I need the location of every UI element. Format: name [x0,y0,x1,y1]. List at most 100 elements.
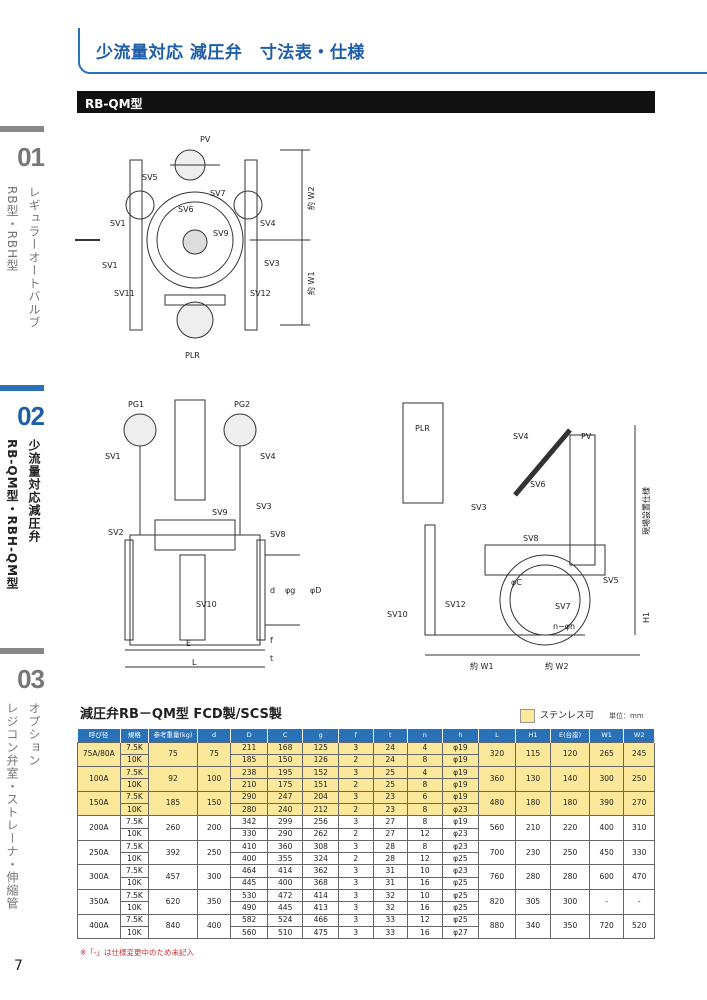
cell-value: 211 [230,741,268,755]
cell-value: 400 [230,852,268,866]
cell-l: 560 [478,815,516,841]
cell-weight: 840 [148,913,198,940]
section-title: 少流量対応減圧弁 [27,439,41,543]
cell-value: 6 [407,790,443,804]
cell-value: 2 [338,753,374,768]
cell-rating: 7.5K [119,741,150,755]
column-header: E(台座) [550,729,590,742]
cell-rating: 7.5K [119,815,150,829]
drawing-label: SV7 [210,189,226,198]
column-header: D [230,729,268,742]
sidebar-section-01[interactable]: 01 レギュラーオートバルブ RB型・RBH型 [0,126,46,329]
cell-value: 24 [372,753,409,768]
cell-value: 2 [338,827,374,841]
cell-value: 3 [338,864,374,878]
cell-h1: 210 [514,815,552,841]
sidebar-section-03[interactable]: 03 オプション レジコン弁室・ストレーナ・伸縮管 [0,648,46,910]
page-title: 少流量対応 減圧弁 寸法表・仕様 [96,43,365,63]
cell-value: 210 [230,778,268,792]
cell-weight: 620 [148,889,198,915]
column-header: H1 [515,729,552,742]
drawing-label: 約 W1 [306,271,316,295]
cell-d: 100 [196,766,232,792]
cell-value: 24 [372,741,409,755]
cell-value: 524 [266,913,304,927]
cell-value: 582 [230,913,268,927]
cell-value: φ19 [441,741,480,755]
cell-value: 8 [407,839,443,854]
cell-w1: 720 [588,913,625,940]
drawing-label: SV8 [523,534,539,543]
model-bar: RB-QM型 [77,91,655,113]
drawing-label: SV5 [603,576,619,585]
table-note: ※「-」は仕様変更中のため未記入 [80,948,194,957]
section-subtitle: RB型・RBH型 [5,186,19,273]
cell-value: 25 [372,766,409,780]
drawing-front-view: PG1 PG2 SV1 SV4 SV9 SV3 SV2 SV8 SV10 d φ… [105,399,321,668]
cell-value: 3 [338,741,374,755]
cell-d: 400 [196,913,232,940]
column-header: 規格 [120,729,150,742]
cell-rating: 10K [119,778,150,792]
cell-l: 760 [478,864,516,891]
cell-value: 238 [230,766,268,780]
cell-size: 400A [77,913,121,940]
cell-value: 16 [407,925,443,940]
cell-value: 3 [338,901,374,915]
cell-value: 290 [266,827,304,841]
cell-value: 2 [338,802,374,817]
cell-value: φ27 [441,925,480,940]
cell-size: 75A/80A [77,741,121,768]
cell-value: φ19 [441,753,480,768]
drawing-label: d [270,586,275,595]
cell-value: φ23 [441,839,480,854]
cell-w1: 600 [588,864,625,891]
cell-l: 480 [478,790,516,817]
cell-value: 8 [407,778,443,792]
drawing-side-view: PLR SV4 PV SV6 SV3 SV8 SV5 SV12 SV7 SV10… [387,402,651,671]
section-title: オプション [27,702,41,767]
cell-value: φ23 [441,864,480,878]
cell-value: 414 [302,889,340,903]
drawing-label: PG1 [128,400,144,409]
cell-value: 362 [302,864,340,878]
cell-w2: 245 [623,741,655,768]
divider [0,385,44,391]
cell-value: 3 [338,815,374,829]
cell-value: 10 [407,889,443,903]
drawing-label: t [270,654,273,663]
cell-value: 33 [372,913,409,927]
cell-value: 150 [266,753,304,768]
cell-w2: 310 [623,815,655,841]
cell-w1: 265 [588,741,625,768]
cell-h1: 305 [514,889,552,915]
section-title: レギュラーオートバルブ [27,186,41,329]
cell-value: 28 [372,839,409,854]
table-title: 減圧弁RB－QM型 FCD製/SCS製 [80,707,282,722]
drawing-label: H1 [642,612,651,623]
cell-value: 12 [407,913,443,927]
cell-value: 530 [230,889,268,903]
drawing-label: PV [200,135,211,144]
cell-h1: 130 [514,766,552,792]
column-header: C [267,729,304,742]
drawing-label: SV1 [110,219,126,228]
cell-w2: 520 [623,913,655,940]
cell-value: 27 [372,815,409,829]
sidebar-section-02[interactable]: 02 少流量対応減圧弁 RB-QM型・RBH-QM型 [0,385,46,590]
drawing-label: L [192,658,197,667]
cell-rating: 7.5K [119,864,150,878]
cell-value: 23 [372,802,409,817]
column-header: 呼び径 [77,729,121,742]
section-subtitle: RB-QM型・RBH-QM型 [5,439,19,591]
cell-value: φ19 [441,815,480,829]
cell-value: 16 [407,901,443,915]
cell-value: 360 [266,839,304,854]
column-header: t [373,729,409,742]
cell-value: 185 [230,753,268,768]
column-header: n [407,729,443,742]
